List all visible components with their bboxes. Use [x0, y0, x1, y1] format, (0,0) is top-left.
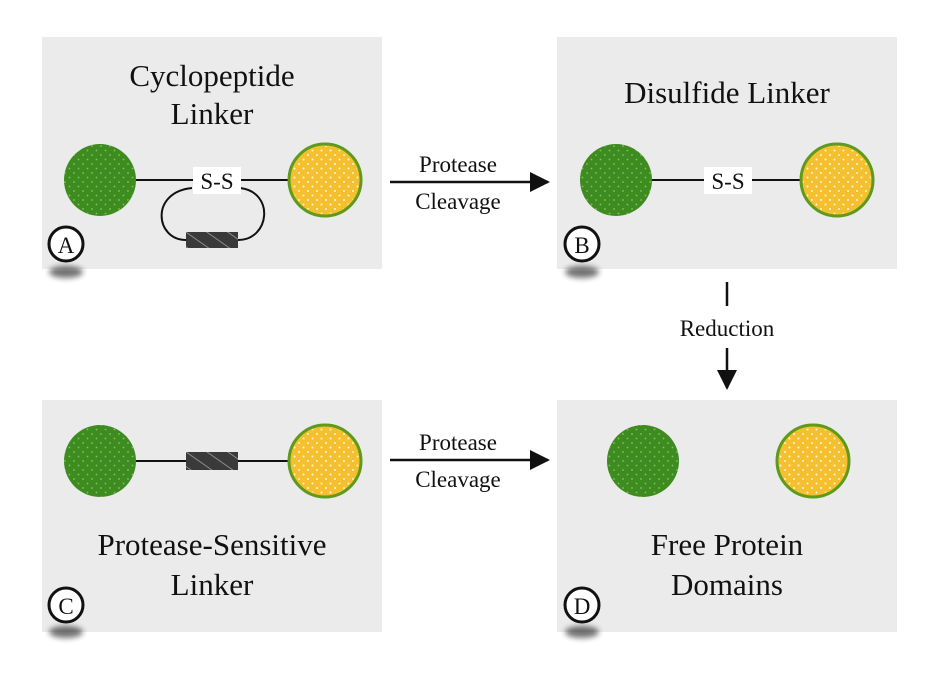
- badge-a-label: A: [58, 233, 75, 258]
- protease-site-block: [186, 232, 238, 248]
- badge-d-label: D: [574, 594, 591, 619]
- panel-c-title-line1: Protease-Sensitive: [97, 527, 326, 562]
- panel-a: Cyclopeptide Linker S-S A: [42, 37, 382, 278]
- panel-c-title-line2: Linker: [171, 567, 254, 602]
- cyclic-loop: [160, 187, 266, 241]
- arrow-b-to-d-label: Reduction: [680, 316, 775, 341]
- disulfide-bond-box: [193, 167, 241, 194]
- panel-a-title-line1: Cyclopeptide: [129, 58, 294, 93]
- protease-site-block: [186, 452, 238, 470]
- badge-shadow: [49, 626, 83, 638]
- panel-d: Free Protein Domains D: [557, 400, 897, 638]
- disulfide-bond-label: S-S: [200, 169, 233, 194]
- disulfide-bond-box: [704, 167, 752, 194]
- panel-b-title: Disulfide Linker: [624, 75, 830, 110]
- badge-shadow: [565, 626, 599, 638]
- badge-a: [47, 225, 85, 263]
- panel-b: Disulfide Linker S-S B: [557, 37, 897, 278]
- arrow-a-to-b: Protease Cleavage: [390, 152, 550, 214]
- badge-b-label: B: [574, 233, 589, 258]
- arrow-a-to-b-label-line2: Cleavage: [415, 189, 501, 214]
- arrow-c-to-d-label-line1: Protease: [419, 430, 497, 455]
- badge-d: [563, 586, 601, 624]
- panel-d-title-line1: Free Protein: [651, 527, 804, 562]
- badge-shadow: [49, 266, 83, 278]
- badge-c: [47, 586, 85, 624]
- arrow-a-to-b-label-line1: Protease: [419, 152, 497, 177]
- badge-shadow: [565, 266, 599, 278]
- panel-d-title-line2: Domains: [671, 567, 783, 602]
- disulfide-bond-label: S-S: [711, 169, 744, 194]
- arrow-b-to-d: Reduction: [680, 282, 775, 390]
- badge-c-label: C: [58, 594, 73, 619]
- panel-c: Protease-Sensitive Linker C: [42, 400, 382, 638]
- arrow-c-to-d-label-line2: Cleavage: [415, 467, 501, 492]
- arrow-c-to-d: Protease Cleavage: [390, 430, 550, 492]
- panel-a-title-line2: Linker: [171, 96, 254, 131]
- badge-b: [563, 225, 601, 263]
